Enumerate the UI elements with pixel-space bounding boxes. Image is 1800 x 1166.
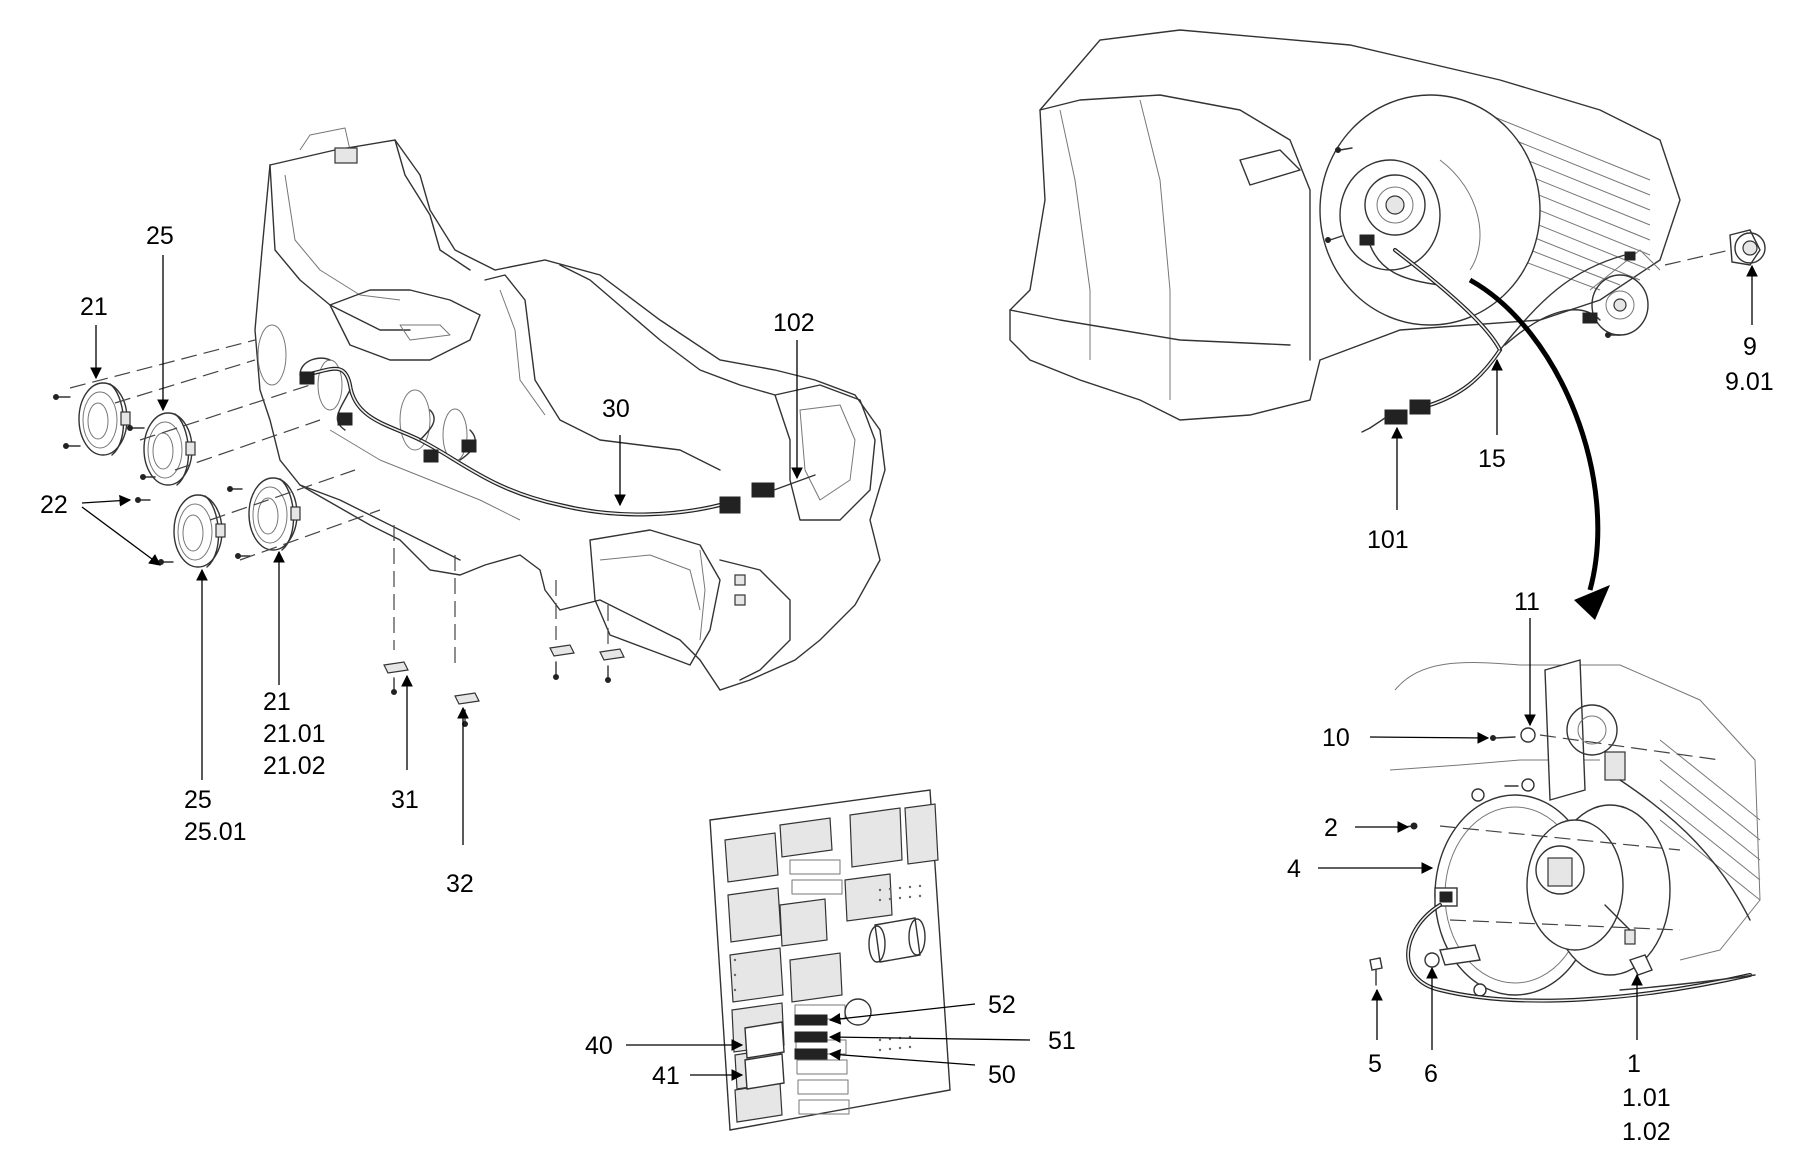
connector-102 [751, 482, 775, 498]
callout-102: 102 [773, 309, 815, 337]
callout-25-01: 25.01 [184, 818, 247, 846]
connector [423, 449, 439, 463]
speaker-21 [78, 382, 131, 456]
fuse-51 [794, 1031, 828, 1043]
callout-22: 22 [40, 491, 68, 519]
callout-32: 32 [446, 870, 474, 898]
callout-25-lower: 25 [184, 786, 212, 814]
callout-31: 31 [391, 786, 419, 814]
leader-lines [81, 255, 1758, 1081]
connector-15 [1409, 399, 1431, 415]
callout-52: 52 [988, 991, 1016, 1019]
screws-22 [53, 394, 251, 565]
relays [724, 803, 939, 1123]
callout-50: 50 [988, 1061, 1016, 1089]
capacitor [868, 917, 926, 963]
relay-41 [744, 1053, 785, 1090]
speakers-group [53, 339, 381, 568]
callout-11: 11 [1514, 588, 1540, 616]
callout-5: 5 [1368, 1050, 1382, 1078]
relay-40 [744, 1021, 785, 1059]
callout-41: 41 [652, 1062, 680, 1090]
callout-21-lower: 21 [263, 688, 291, 716]
callout-9-01: 9.01 [1725, 368, 1774, 396]
speaker-21-lower [248, 477, 301, 551]
callout-25: 25 [146, 222, 174, 250]
relay-board [709, 789, 951, 1131]
callout-4: 4 [1287, 855, 1301, 883]
callout-labels: 21 25 22 25 25.01 21 21.01 21.02 31 32 3… [40, 222, 1774, 1146]
motor-1 [1526, 804, 1671, 976]
connector [719, 496, 741, 514]
callout-1-01: 1.01 [1622, 1084, 1671, 1112]
fuse-52 [794, 1014, 828, 1026]
speaker-25 [143, 412, 196, 486]
callout-1-02: 1.02 [1622, 1118, 1671, 1146]
callout-40: 40 [585, 1032, 613, 1060]
rear-body-assembly [254, 127, 886, 691]
callout-51: 51 [1048, 1027, 1076, 1055]
callout-30: 30 [602, 395, 630, 423]
connector-101 [1384, 409, 1408, 425]
callout-10: 10 [1322, 724, 1350, 752]
callout-101: 101 [1367, 526, 1409, 554]
detail-arrow [1468, 277, 1610, 620]
callout-15: 15 [1478, 445, 1506, 473]
motor-detail [1369, 659, 1761, 1003]
hood-assembly [1009, 29, 1766, 433]
callout-21: 21 [80, 293, 108, 321]
speaker-25-lower [173, 494, 226, 568]
callout-21-02: 21.02 [263, 752, 326, 780]
connector [461, 439, 477, 453]
wire-harness-15 [1361, 248, 1626, 433]
callout-2: 2 [1324, 814, 1338, 842]
connector [337, 412, 353, 426]
callout-21-01: 21.01 [263, 720, 326, 748]
callout-1: 1 [1627, 1050, 1641, 1078]
wire-harness-30 [299, 357, 816, 517]
clips-31-32 [383, 525, 625, 727]
callout-6: 6 [1424, 1060, 1438, 1088]
connector [299, 371, 315, 385]
bulb-9 [1664, 229, 1766, 266]
fuse-50 [794, 1048, 828, 1060]
callout-9: 9 [1743, 333, 1757, 361]
